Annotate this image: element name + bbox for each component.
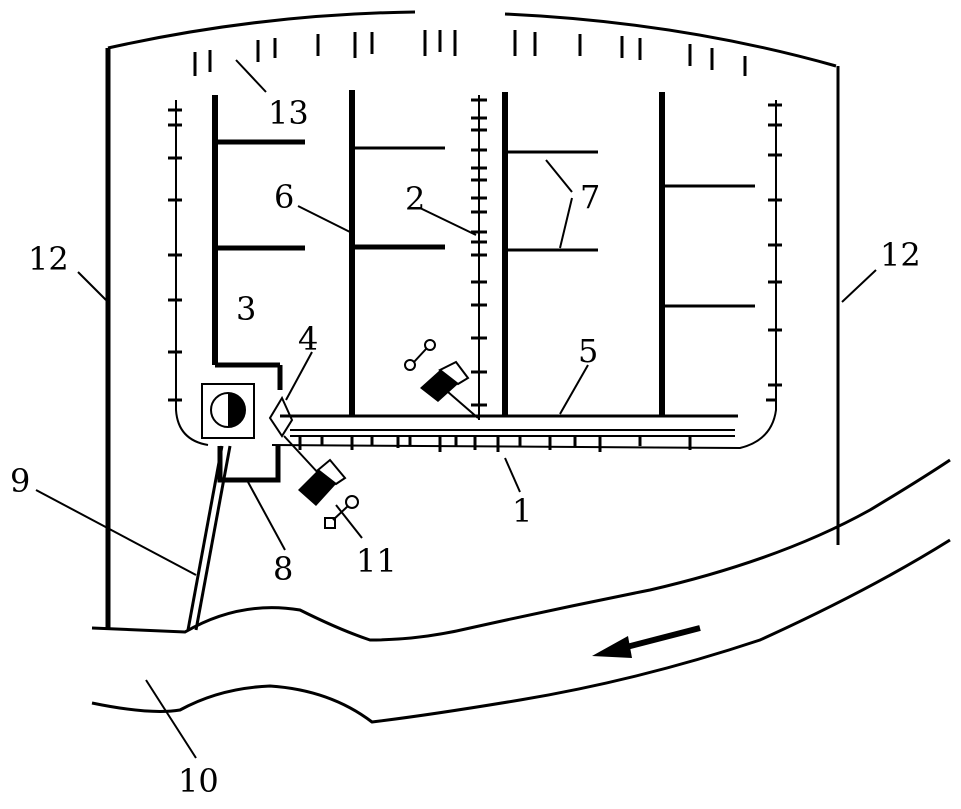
label-9: 9 (10, 462, 30, 500)
label-2: 2 (405, 180, 425, 218)
camera-icon (404, 339, 479, 419)
camera-icon (283, 435, 359, 529)
left-station (201, 362, 283, 483)
label-13: 13 (268, 94, 309, 132)
label-8: 8 (273, 550, 293, 588)
label-5: 5 (578, 332, 598, 370)
label-3: 3 (236, 290, 256, 328)
river-lower-bank (91, 538, 951, 724)
label-1: 1 (512, 492, 532, 530)
leader-lines (35, 59, 877, 759)
channel-9 (186, 445, 232, 631)
flow-arrow-icon (592, 625, 701, 658)
label-11: 11 (356, 542, 397, 580)
label-10: 10 (178, 762, 219, 800)
circle-sensor-icon (210, 392, 246, 428)
labels: 1 2 3 4 5 6 7 8 9 10 11 12 12 13 (10, 94, 921, 800)
label-6: 6 (274, 178, 294, 216)
label-4: 4 (298, 320, 318, 358)
left-scale-ticks (168, 108, 182, 402)
top-ruler-ticks (193, 30, 747, 76)
label-12-right: 12 (880, 236, 921, 274)
diamond-marker-4 (268, 395, 294, 438)
center-scale (471, 95, 487, 420)
inner-area-outline (175, 100, 777, 450)
outer-enclosure (105, 10, 840, 628)
shelf-lines (215, 139, 755, 308)
river-upper-bank (91, 458, 951, 642)
right-scale-ticks (766, 103, 782, 402)
outer-top-arc (107, 10, 837, 68)
bottom-rail (290, 429, 735, 452)
river (91, 458, 951, 724)
label-7: 7 (580, 178, 600, 216)
label-12-left: 12 (28, 240, 69, 278)
